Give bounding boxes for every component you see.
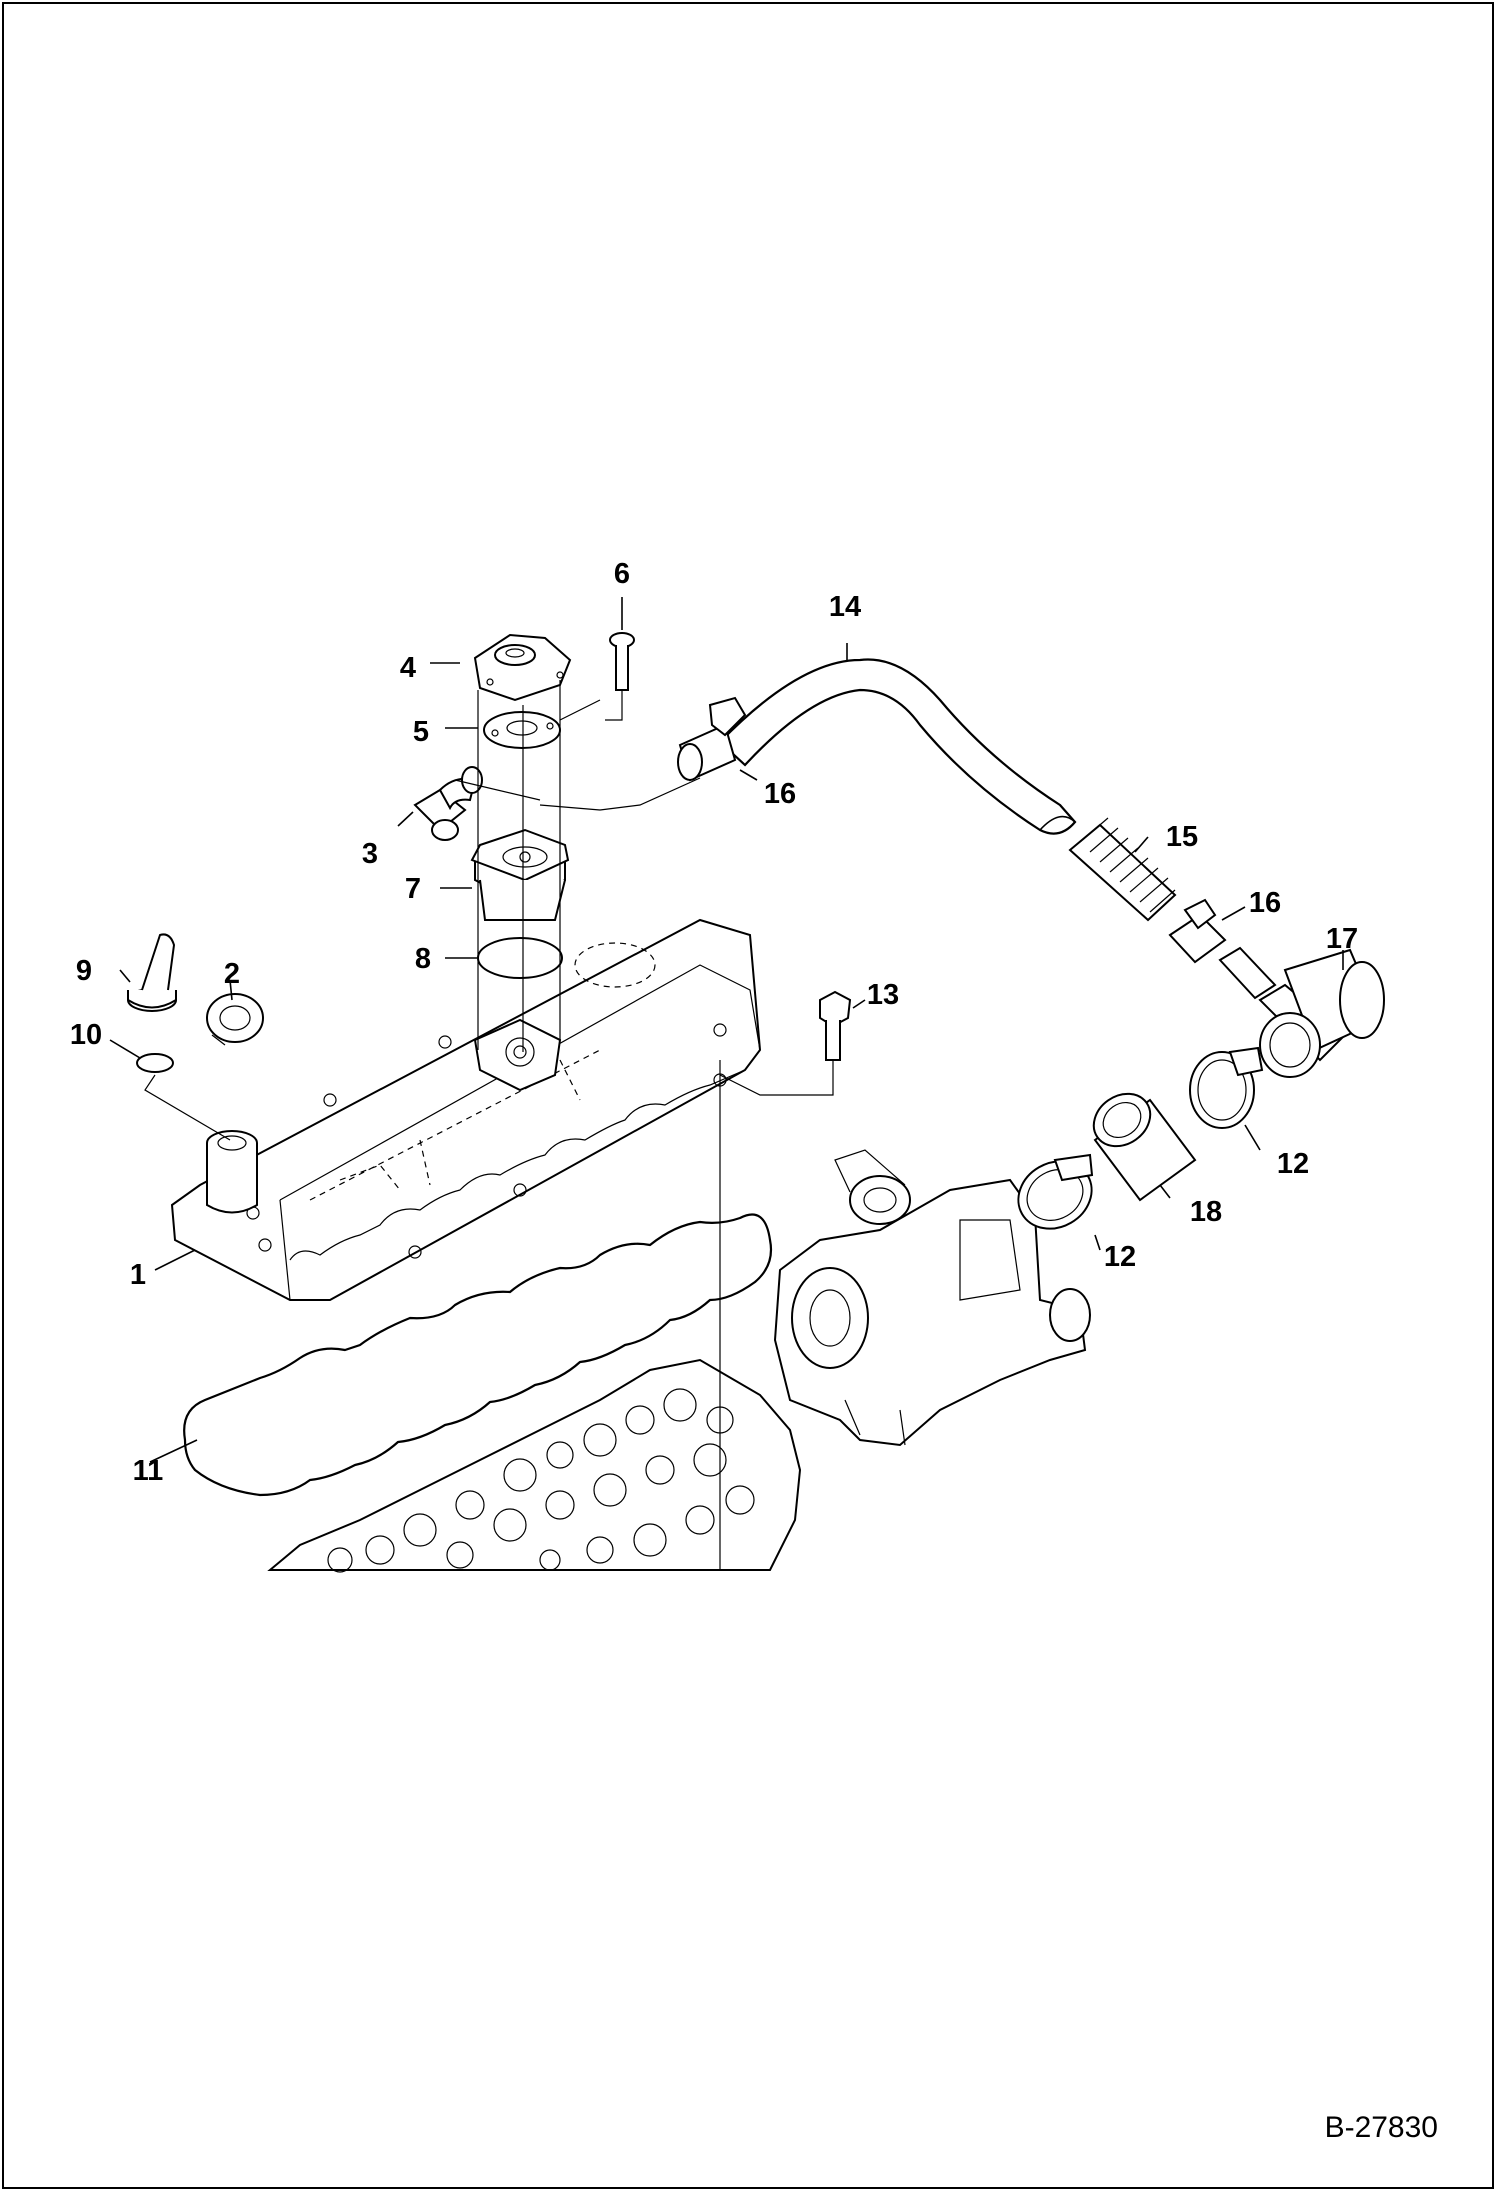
callout-labels: 1 2 3 4 5 6 7 8 9 10 11 12 12 13 14 15 1… xyxy=(70,558,1358,1487)
callout-10: 10 xyxy=(70,1019,102,1051)
figure-reference-code: B-27830 xyxy=(1324,2111,1438,2144)
band-clamp-left xyxy=(1017,1153,1094,1230)
corrugated-sleeve xyxy=(1068,817,1177,922)
callout-16a: 16 xyxy=(764,778,796,810)
callout-13: 13 xyxy=(867,979,899,1011)
callout-8: 8 xyxy=(415,943,431,975)
callout-12b: 12 xyxy=(1104,1241,1136,1273)
callout-9: 9 xyxy=(76,955,92,987)
stud-bolt xyxy=(819,990,852,1061)
callout-3: 3 xyxy=(362,838,378,870)
breather-cap xyxy=(473,633,572,702)
breather-elbow xyxy=(413,766,483,841)
callout-1: 1 xyxy=(130,1259,146,1291)
cylinder-head xyxy=(267,1358,802,1573)
band-clamp-right xyxy=(1189,1046,1264,1129)
breather-diaphragm xyxy=(483,711,561,749)
callout-15: 15 xyxy=(1166,821,1198,853)
breather-o-ring xyxy=(477,937,563,979)
callout-4: 4 xyxy=(400,652,416,684)
callout-16b: 16 xyxy=(1249,887,1281,919)
callout-12a: 12 xyxy=(1277,1148,1309,1180)
assembly-lines xyxy=(144,680,834,1570)
leader-lines xyxy=(109,597,1344,1463)
oil-filler-cap xyxy=(127,933,177,1012)
elbow-connector xyxy=(1258,948,1385,1078)
filler-cap-o-ring xyxy=(136,1053,174,1073)
callout-18: 18 xyxy=(1190,1196,1222,1228)
callout-14: 14 xyxy=(829,591,861,623)
hose-clamp-lower xyxy=(1168,898,1277,1000)
callout-6: 6 xyxy=(614,558,630,590)
callout-5: 5 xyxy=(413,716,429,748)
cap-screw xyxy=(609,632,635,691)
oil-seal xyxy=(206,993,264,1046)
callout-17: 17 xyxy=(1326,923,1358,955)
callout-2: 2 xyxy=(224,958,240,990)
valve-cover xyxy=(170,918,762,1301)
rubber-sleeve xyxy=(1092,1092,1197,1202)
callout-7: 7 xyxy=(405,873,421,905)
turbocharger xyxy=(773,1149,1091,1447)
hose-clamp-upper xyxy=(677,696,747,782)
breather-body xyxy=(470,828,570,921)
breather-hose xyxy=(718,658,1077,835)
callout-11: 11 xyxy=(133,1455,164,1487)
cover-gasket xyxy=(183,1213,773,1497)
